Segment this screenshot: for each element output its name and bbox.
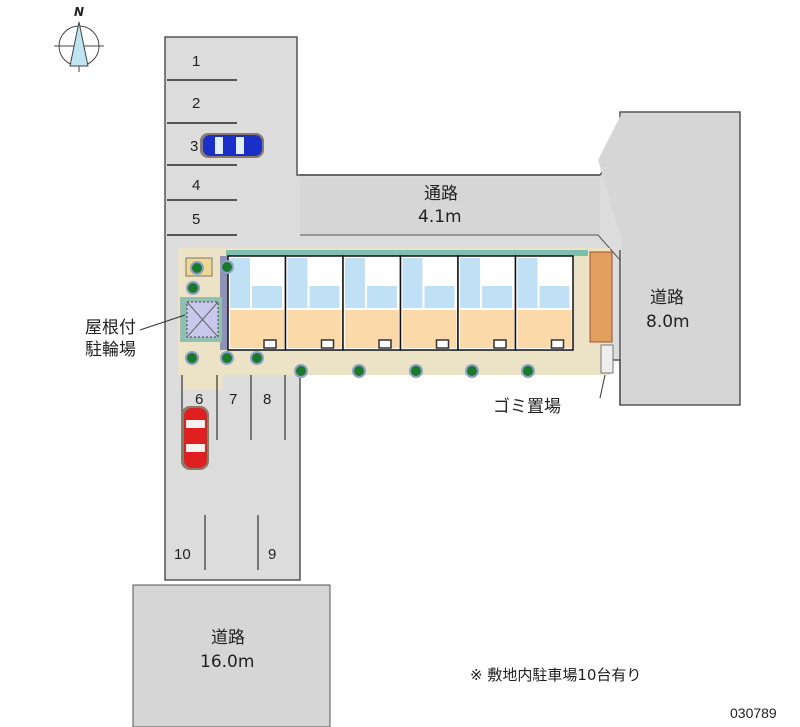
property-id: 030789 (730, 705, 777, 721)
parking-space-4: 4 (192, 177, 200, 194)
parking-space-2: 2 (192, 95, 200, 112)
parking-note: ※ 敷地内駐車場10台有り (470, 666, 641, 684)
apartment-building (227, 255, 574, 351)
parking-lines-north (167, 79, 237, 236)
parking-lines-south (181, 375, 286, 570)
blue-car-icon (200, 133, 264, 158)
tree-icon (250, 351, 264, 365)
north-compass-icon: N (54, 5, 104, 72)
tree-icon (465, 364, 479, 378)
bicycle-label-line1: 屋根付 (85, 318, 136, 338)
south-road-name: 道路 (211, 628, 245, 648)
parking-space-9: 9 (268, 546, 276, 563)
parking-space-1: 1 (192, 53, 200, 70)
bicycle-label-line2: 駐輪場 (85, 340, 136, 360)
parking-space-5: 5 (192, 211, 200, 228)
tree-icon (294, 364, 308, 378)
parking-space-3: 3 (190, 138, 198, 155)
tree-icon (186, 281, 200, 295)
parking-space-8: 8 (263, 391, 271, 408)
tree-icon (190, 261, 204, 275)
tree-icon (409, 364, 423, 378)
east-road-name: 道路 (650, 288, 684, 308)
passage-road-width: 4.1m (418, 207, 462, 227)
garbage-label: ゴミ置場 (493, 396, 561, 417)
passage-road (300, 177, 600, 235)
tree-icon (521, 364, 535, 378)
south-road (132, 584, 331, 727)
tree-icon (220, 260, 234, 274)
south-road-width: 16.0m (200, 652, 254, 672)
brick-area (589, 251, 613, 343)
east-road-width: 8.0m (646, 312, 690, 332)
passage-road-name: 通路 (424, 184, 458, 204)
tree-icon (185, 351, 199, 365)
parking-space-10: 10 (174, 546, 191, 563)
north-label: N (74, 5, 84, 19)
parking-space-6: 6 (195, 391, 203, 408)
parking-space-7: 7 (229, 391, 237, 408)
garbage-area (600, 344, 614, 374)
tree-icon (220, 351, 234, 365)
tree-icon (352, 364, 366, 378)
red-car-icon (181, 406, 209, 470)
east-road (622, 113, 739, 404)
trees (185, 260, 535, 378)
